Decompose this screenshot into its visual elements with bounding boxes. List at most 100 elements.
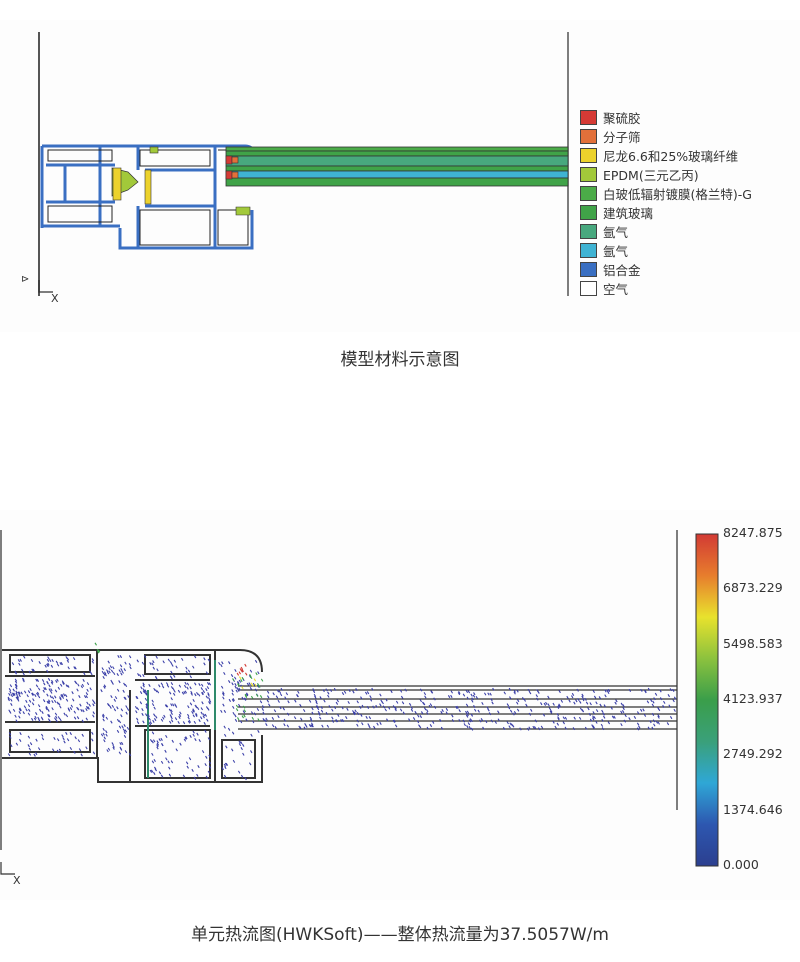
flux-vector <box>328 705 331 709</box>
flux-vector <box>136 707 140 711</box>
flux-vector <box>547 703 550 707</box>
flux-vector <box>361 704 365 708</box>
flux-vector <box>356 723 359 727</box>
flux-vector <box>9 710 12 714</box>
flux-vector <box>418 724 421 728</box>
flux-vector <box>466 696 470 700</box>
flux-vector <box>604 689 607 693</box>
flux-vector <box>232 759 236 763</box>
colorbar-tick-label: 0.000 <box>723 857 759 872</box>
flux-vector <box>356 700 359 704</box>
flux-vector <box>433 697 436 701</box>
flux-vector <box>265 717 268 721</box>
flux-vector <box>282 707 286 711</box>
flux-vector <box>647 726 651 730</box>
flux-vector <box>200 683 204 687</box>
flux-vector <box>112 671 116 676</box>
flux-vector <box>78 748 82 752</box>
flux-vector <box>663 700 666 704</box>
flux-vector <box>117 655 120 659</box>
flux-vector <box>278 690 282 694</box>
flux-vector <box>490 719 494 723</box>
flux-vector <box>66 657 70 661</box>
flux-vector <box>28 747 32 751</box>
flux-vector <box>242 752 245 756</box>
flux-vector <box>200 687 204 691</box>
flux-vector <box>251 716 255 720</box>
flux-vector <box>178 713 182 717</box>
flux-vector <box>190 690 193 694</box>
frame-section <box>144 654 211 675</box>
flux-vector <box>471 699 474 703</box>
flux-vector <box>463 723 466 727</box>
flux-vector <box>545 701 548 705</box>
flux-vector <box>206 686 210 690</box>
flux-vector <box>141 712 144 716</box>
flux-vector <box>164 704 168 708</box>
flux-vector <box>33 717 37 721</box>
flux-vector <box>14 683 18 687</box>
flux-vector <box>581 695 584 699</box>
flux-vector <box>152 739 156 743</box>
flux-vector <box>50 690 53 694</box>
flux-vector <box>262 711 265 715</box>
flux-vector <box>65 714 69 718</box>
colorbar-tick-label: 1374.646 <box>723 801 783 817</box>
flux-vector <box>249 669 253 673</box>
flux-vector <box>46 658 50 662</box>
flux-vector <box>10 698 13 702</box>
frame-section <box>9 729 91 753</box>
flux-vector <box>142 673 145 678</box>
flux-vector <box>238 703 241 707</box>
flux-vector <box>87 706 90 710</box>
flux-vector <box>50 681 54 685</box>
flux-vector <box>110 695 113 699</box>
flux-vector <box>167 658 171 662</box>
flux-vector <box>91 658 95 662</box>
flux-vector <box>186 682 190 686</box>
flux-vector <box>651 703 655 707</box>
flux-vector <box>577 697 580 702</box>
legend-swatch <box>580 224 597 239</box>
flux-vector <box>194 693 197 697</box>
flux-vector <box>672 688 675 693</box>
flux-vector <box>155 655 158 659</box>
flux-vector <box>595 720 598 724</box>
flux-vector <box>61 693 64 697</box>
flux-vector <box>261 705 265 709</box>
flux-vector <box>83 672 86 676</box>
flux-vector <box>60 661 64 666</box>
flux-vector <box>348 689 351 693</box>
flux-vector <box>470 713 474 717</box>
flux-vector <box>558 703 561 707</box>
flux-vector <box>69 746 73 751</box>
flux-vector <box>156 746 159 750</box>
flux-vector <box>369 695 372 699</box>
epdm-gasket <box>149 146 159 154</box>
flux-vector <box>584 697 587 701</box>
flux-vector <box>143 689 146 693</box>
flux-vector <box>638 725 641 729</box>
flux-vector <box>276 689 280 693</box>
flux-vector <box>231 748 234 752</box>
flux-vector <box>204 713 208 717</box>
flux-vector <box>177 689 181 693</box>
flux-vector <box>431 720 435 724</box>
flux-vector <box>146 703 149 707</box>
flux-vector <box>202 715 205 719</box>
flux-vector <box>235 708 239 712</box>
flux-vector <box>8 688 12 692</box>
flux-vector <box>647 687 651 691</box>
flux-vector <box>271 724 275 728</box>
flux-vector <box>148 683 151 687</box>
air-cavity-outline <box>47 149 113 162</box>
flux-vector <box>376 722 379 726</box>
flux-vector <box>274 726 277 730</box>
flux-vector <box>25 699 28 703</box>
flux-vector <box>196 773 199 777</box>
flux-vector <box>669 688 673 692</box>
flux-vector <box>109 705 112 709</box>
flux-vector <box>649 720 652 724</box>
flux-vector <box>118 720 122 724</box>
flux-vector <box>19 658 22 662</box>
